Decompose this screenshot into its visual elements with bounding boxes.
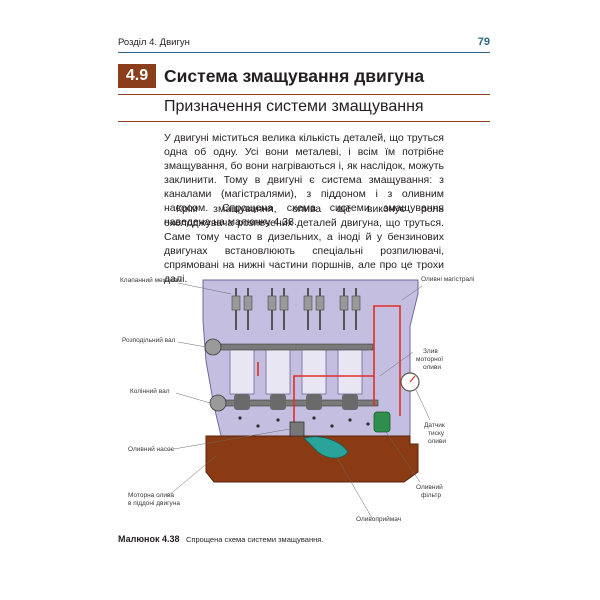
oil-channels xyxy=(257,305,401,432)
oil-drops xyxy=(238,416,370,428)
label-crankshaft: Колінний вал xyxy=(130,388,170,395)
leader-lines xyxy=(167,282,431,519)
chapter-title: Розділ 4. Двигун xyxy=(118,37,190,48)
label-oil-intake: Оливоприймач xyxy=(356,516,402,523)
engine-illustration xyxy=(167,279,431,519)
caption-number: Малюнок 4.38 xyxy=(118,534,180,544)
cylinder-2 xyxy=(265,347,291,395)
label-sensor-line2: тиску xyxy=(428,430,445,437)
label-filter-line2: фільтр xyxy=(421,492,442,499)
oil-intake xyxy=(303,436,349,459)
label-sump-oil-line2: в піддоні двигуна xyxy=(128,500,180,507)
cylinder-1 xyxy=(229,347,255,395)
caption-text: Спрощена схема системи змащування. xyxy=(186,535,324,544)
crankshaft-pulley xyxy=(209,394,227,412)
subtitle-rule xyxy=(118,94,490,122)
label-drain-line2: моторної xyxy=(416,356,444,363)
camshaft-gear xyxy=(204,338,222,356)
label-valve-mechanism: Клапанний механізм xyxy=(120,277,182,284)
oil-pump xyxy=(289,421,305,437)
label-drain-line3: оливи xyxy=(423,364,441,371)
section-number-badge: 4.9 xyxy=(118,64,156,88)
subsection-title: Призначення системи змащування xyxy=(164,98,424,115)
camshaft xyxy=(212,343,374,351)
valve-springs xyxy=(231,295,361,311)
label-oil-channels: Оливні магістралі xyxy=(421,276,475,283)
page-header: Розділ 4. Двигун 79 xyxy=(118,36,490,53)
paragraph-2: Крім змащування, олива ще виконує роль о… xyxy=(164,202,444,286)
cylinder-4 xyxy=(337,347,363,395)
paragraph-2-text: Крім змащування, олива ще виконує роль о… xyxy=(164,203,444,285)
label-oil-pump: Оливний насос xyxy=(128,446,174,453)
label-sensor-line3: оливи xyxy=(428,438,446,445)
lubrication-diagram: Клапанний механізм Розподільний вал Колі… xyxy=(118,266,490,528)
figure-caption: Малюнок 4.38 Спрощена схема системи змащ… xyxy=(118,534,323,544)
crank-webs xyxy=(234,394,358,410)
label-filter-line1: Оливний xyxy=(416,484,443,491)
cylinder-3 xyxy=(301,347,327,395)
label-camshaft: Розподільний вал xyxy=(122,337,176,344)
oil-sump xyxy=(205,435,419,483)
oil-filter xyxy=(373,411,391,433)
label-sump-oil-line1: Моторна олива xyxy=(128,492,174,499)
page-number: 79 xyxy=(477,36,490,48)
section-title: Система змащування двигуна xyxy=(164,66,425,86)
label-drain-line1: Злив xyxy=(423,348,438,355)
label-sensor-line1: Датчик xyxy=(424,422,445,429)
paragraph-1: У двигуні міститься велика кількість дет… xyxy=(164,131,444,229)
paragraph-1-text: У двигуні міститься велика кількість дет… xyxy=(164,132,444,228)
